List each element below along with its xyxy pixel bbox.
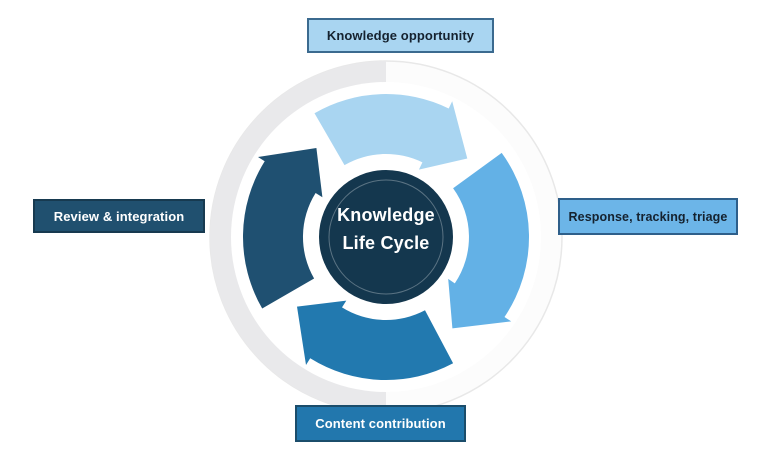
cycle-arrow-right: [448, 152, 530, 329]
stage-box-review-integration: Review & integration: [33, 199, 205, 233]
center-title: Knowledge Life Cycle: [337, 205, 435, 253]
center-circle: [319, 170, 453, 304]
cycle-arrow-bottom: [297, 300, 454, 381]
stage-box-response-tracking-triage: Response, tracking, triage: [558, 198, 738, 235]
center-circle-inner-ring: [328, 179, 444, 295]
cycle-arrow-left: [243, 148, 323, 309]
cycle-arrow-top: [314, 94, 468, 170]
stage-box-knowledge-opportunity: Knowledge opportunity: [307, 18, 494, 53]
stage-box-content-contribution: Content contribution: [295, 405, 466, 442]
